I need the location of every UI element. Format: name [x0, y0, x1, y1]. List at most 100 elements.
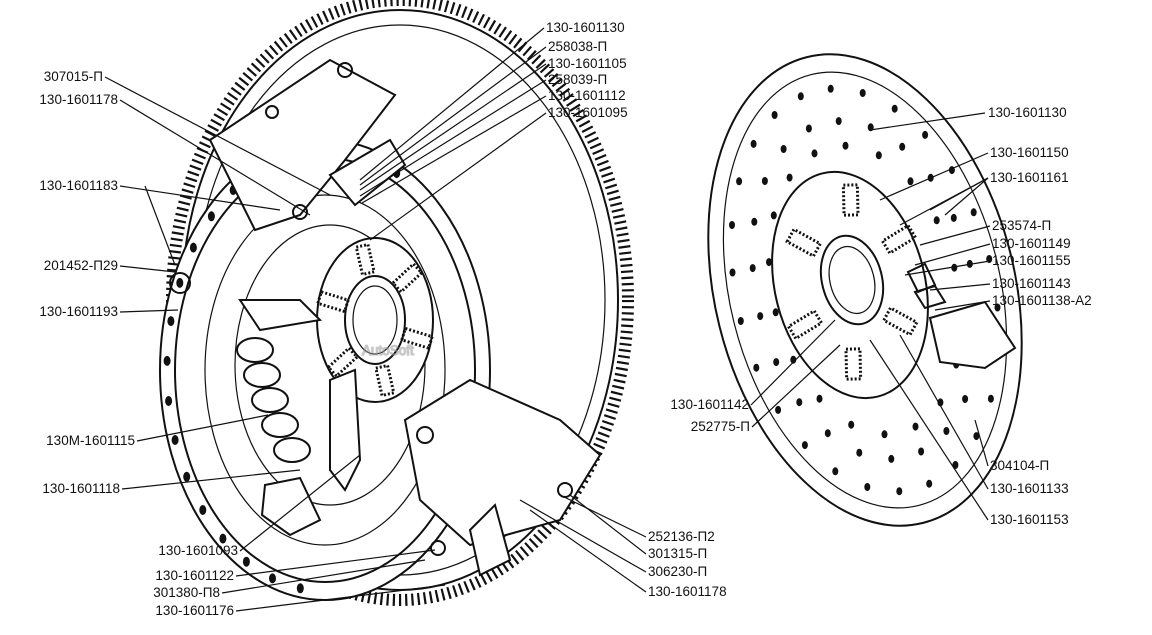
rivet-hole	[950, 213, 957, 222]
callout-130-1601178: 130-1601178	[39, 92, 118, 107]
callouts-disc-left: 130-1601142 252775-П	[670, 397, 750, 434]
leader-line	[879, 152, 989, 201]
rivet-hole	[761, 177, 768, 185]
pressure-springs	[236, 337, 311, 463]
rivet-hole	[775, 405, 782, 414]
rivet-hole	[729, 268, 736, 277]
rivet-hole	[943, 427, 950, 435]
bolt-hole	[199, 505, 207, 515]
rivet-hole	[832, 467, 839, 476]
callouts-left-assembly-bottom: 252136-П2 301315-П 306230-П 130-1601178	[648, 529, 727, 599]
rivet-hole	[899, 142, 906, 151]
damper-spring	[326, 346, 360, 379]
rivet-hole	[912, 422, 919, 431]
rivet-hole	[816, 394, 823, 403]
clutch-driven-disc	[707, 53, 1023, 527]
bolt-hole	[219, 533, 227, 544]
watermark: AutoSoft	[362, 343, 414, 358]
damper-spring	[354, 242, 376, 277]
callout-307015-p: 307015-П	[44, 69, 103, 84]
rivet-hole	[753, 363, 760, 372]
rivet-hole	[856, 448, 863, 457]
rivet-hole	[805, 124, 812, 133]
callout-130-1601143: 130-1601143	[992, 276, 1071, 291]
bolt-hole	[163, 355, 171, 366]
rivet-hole	[796, 398, 803, 407]
rivet-hole	[780, 145, 787, 153]
callout-130-1601105: 130-1601105	[548, 56, 627, 71]
rivet-hole	[824, 429, 831, 438]
rivet-hole	[766, 258, 772, 267]
leader-line	[929, 283, 991, 291]
leader-line	[529, 509, 647, 593]
callout-301380-p8: 301380-П8	[153, 585, 220, 600]
rivet-hole	[729, 221, 735, 229]
disc-damper-springs	[785, 183, 919, 381]
callout-130-1601155: 130-1601155	[992, 253, 1071, 268]
rivet-hole	[811, 149, 818, 158]
bolt-hole	[176, 277, 184, 288]
rivet-hole	[875, 151, 882, 160]
leader-line	[751, 344, 841, 428]
callout-130-1601138-a2: 130-1601138-А2	[992, 293, 1092, 308]
damper-spring	[390, 261, 424, 294]
disc-damper-spring	[786, 308, 824, 341]
leader-line	[869, 339, 989, 521]
bolt-hole	[171, 435, 179, 445]
rivet-hole	[987, 394, 994, 403]
rivet-hole	[790, 355, 797, 364]
rivet-hole	[757, 312, 764, 321]
callout-disc-130-1601130: 130-1601130	[988, 105, 1067, 120]
callout-130-1601150: 130-1601150	[990, 145, 1069, 160]
callout-130-1601093: 130-1601093	[158, 543, 238, 558]
bolt-hole	[296, 583, 304, 594]
rivet-hole	[749, 264, 756, 273]
release-levers	[169, 58, 602, 577]
leader-line	[869, 112, 986, 131]
callout-258038-p: 258038-П	[548, 39, 607, 54]
rivet-hole	[827, 84, 834, 93]
disc-damper-spring	[844, 347, 863, 381]
leader-line	[235, 549, 436, 577]
leader-line	[519, 499, 647, 573]
leader-line	[934, 300, 991, 311]
leader-line	[944, 177, 989, 216]
rivet-hole	[751, 217, 758, 226]
disc-damper-spring	[785, 227, 823, 259]
callout-258039-p: 258039-П	[548, 72, 607, 87]
callout-130-1601178-b: 130-1601178	[648, 584, 727, 599]
callout-201452-p29: 201452-П29	[44, 258, 118, 273]
callout-304104-p: 304104-П	[990, 458, 1049, 473]
rivet-hole	[994, 303, 1001, 312]
rivet-hole	[773, 358, 780, 367]
leader-line	[121, 469, 301, 490]
callout-130-1601176: 130-1601176	[155, 603, 234, 618]
leader-line	[914, 243, 991, 266]
rivet-hole	[801, 441, 808, 450]
callout-130-1601149: 130-1601149	[992, 236, 1071, 251]
rivet-hole	[737, 317, 744, 325]
rivet-hole	[771, 111, 778, 119]
driven-hub	[315, 237, 435, 403]
bolt-hole	[165, 396, 173, 406]
callout-130-1601112: 130-1601112	[548, 88, 626, 103]
leader-line	[369, 112, 547, 241]
leader-lines	[104, 27, 991, 612]
callout-130-1601183: 130-1601183	[39, 178, 118, 193]
rivet-hole	[973, 432, 980, 441]
leader-line	[119, 309, 179, 313]
leader-line	[221, 559, 426, 594]
leader-line	[239, 454, 361, 552]
leader-line	[359, 79, 547, 197]
rivet-hole	[772, 308, 779, 317]
rivet-hole	[859, 89, 866, 97]
callouts-disc-right: 130-1601130 130-1601150 130-1601161 2535…	[988, 105, 1092, 527]
rivet-hole	[864, 483, 871, 491]
rivet-hole	[951, 263, 958, 272]
rivet-hole	[835, 117, 842, 126]
rivet-hole	[842, 141, 849, 150]
leader-line	[359, 63, 547, 191]
rivet-hole	[770, 211, 777, 220]
pressure-plate-cover	[159, 139, 491, 601]
